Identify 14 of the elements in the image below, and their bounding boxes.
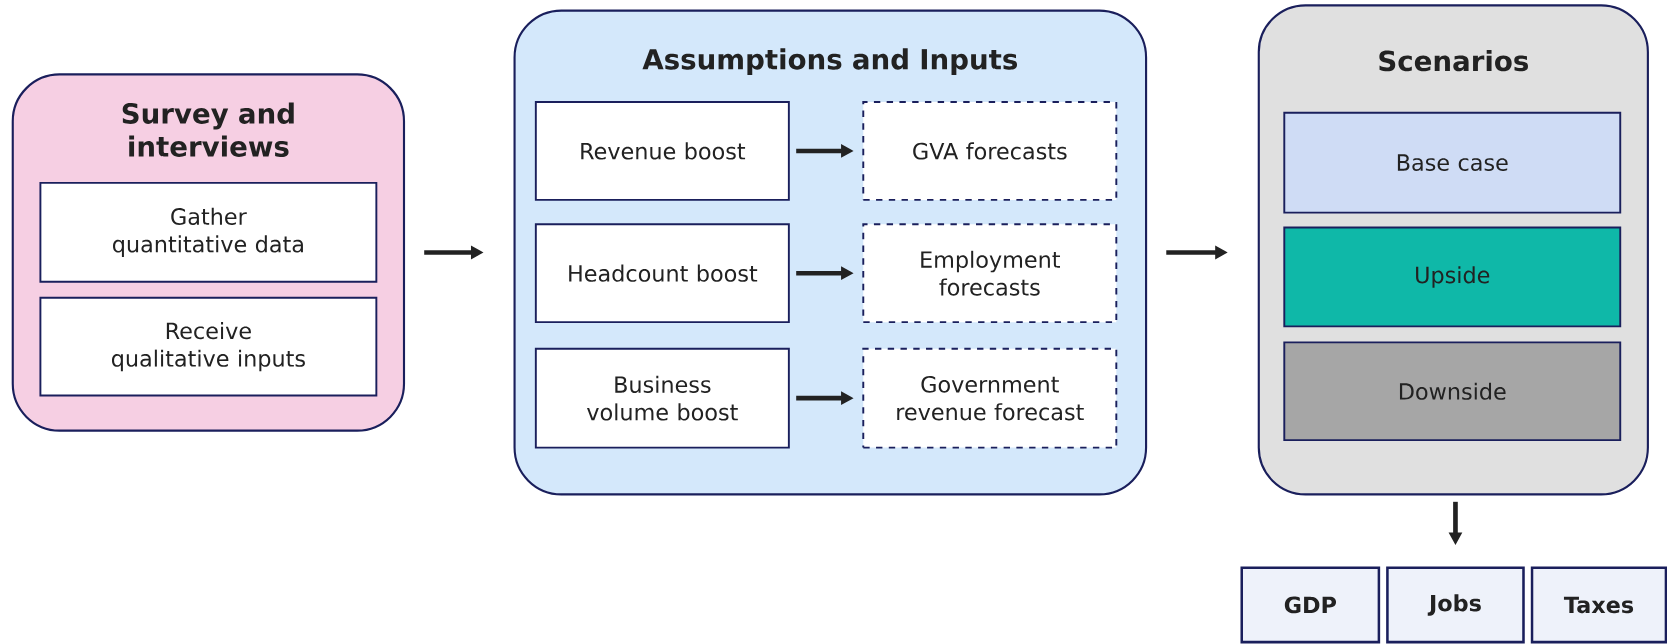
output-box: Taxes (1530, 566, 1667, 644)
output-box: Jobs (1386, 566, 1525, 644)
process-box: Headcount boost (534, 223, 790, 323)
process-box: Receive qualitative inputs (39, 296, 378, 397)
process-box: Business volume boost (534, 347, 790, 449)
process-box: Upside (1283, 226, 1622, 328)
process-box: Revenue boost (534, 101, 790, 201)
process-box: Government revenue forecast (862, 347, 1118, 449)
process-box: Downside (1283, 341, 1622, 441)
process-box: Base case (1283, 111, 1622, 214)
process-box: Employment forecasts (862, 223, 1118, 323)
process-box: Gather quantitative data (39, 181, 378, 283)
output-box: GDP (1240, 566, 1381, 644)
process-box: GVA forecasts (862, 101, 1118, 201)
